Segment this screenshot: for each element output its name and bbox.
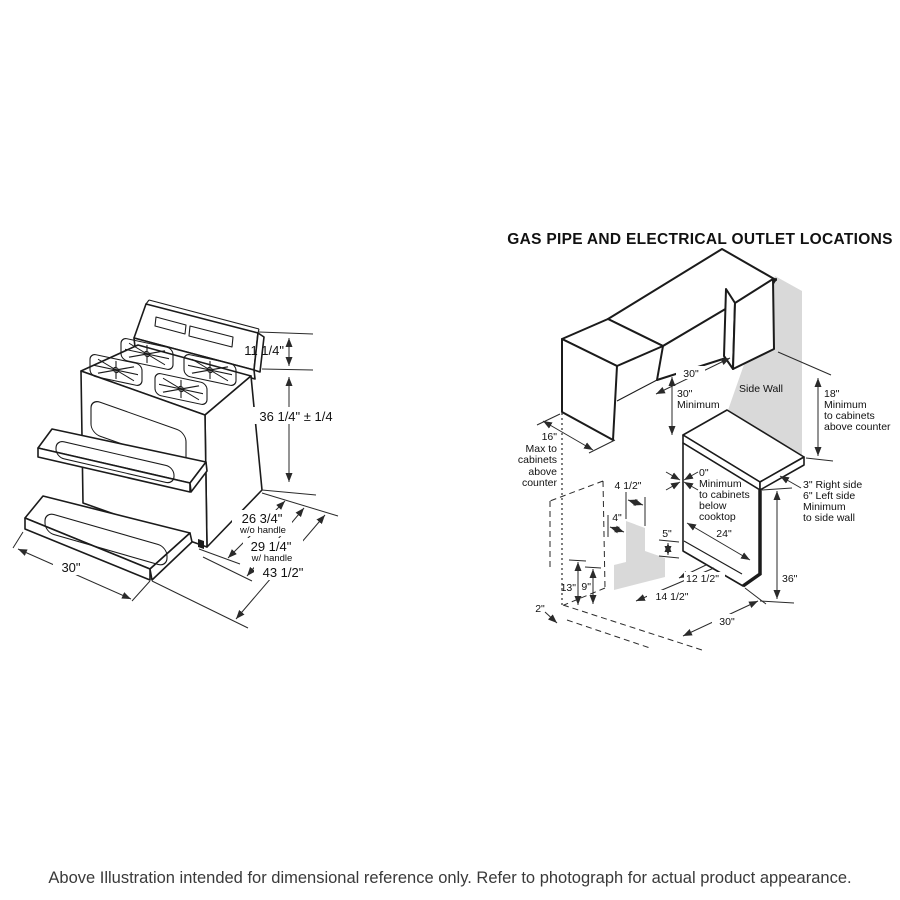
dim-counter-height: 36" <box>782 573 798 585</box>
dim-pipe-zone-height: 13" <box>561 582 577 594</box>
dim-pipe-zone-width: 4 1/2" <box>614 480 641 492</box>
dim-range-width: 30" <box>61 560 80 575</box>
label-masks <box>53 366 742 627</box>
installation-drawing <box>536 248 834 651</box>
dim-counter-depth: 24" <box>716 528 732 540</box>
dim-cabinet-opening: 30" <box>683 368 699 380</box>
dim-min-below-3: below <box>699 500 727 512</box>
dim-min-above-2: to cabinets <box>824 410 875 422</box>
right-upper-cabinet <box>732 278 775 370</box>
burner-grates <box>89 338 237 405</box>
dim-max-above-2: cabinets <box>518 454 557 466</box>
dim-depth-wo-handle: 26 3/4" <box>242 511 283 526</box>
dim-min-below-2: to cabinets <box>699 489 750 501</box>
dim-depth-w-handle: 29 1/4" <box>251 539 292 554</box>
dim-cooktop-height: 36 1/4" ± 1/4 <box>259 409 332 424</box>
dim-pipe-depth-a: 12 1/2" <box>686 573 719 585</box>
dim-max-above-4: counter <box>522 477 558 489</box>
gas-pipe-zone-shading <box>614 521 665 590</box>
dim-depth-door-open: 43 1/2" <box>263 565 304 580</box>
dim-pipe-depth-b: 14 1/2" <box>656 591 689 603</box>
dim-side-clearance-3: to side wall <box>803 512 855 524</box>
dim-max-above-1: Max to <box>525 443 557 455</box>
side-wall-label: Side Wall <box>739 383 783 395</box>
dim-min-above-3: above counter <box>824 421 891 433</box>
dim-min-below-4: cooktop <box>699 511 736 523</box>
dim-range-width-installation: 30" <box>719 616 735 628</box>
dim-wall-gap: 2" <box>535 603 545 615</box>
page-caption: Above Illustration intended for dimensio… <box>48 869 851 887</box>
installation-title: GAS PIPE AND ELECTRICAL OUTLET LOCATIONS <box>507 231 892 248</box>
side-wall-shading <box>727 276 802 458</box>
dim-min-above-1: Minimum <box>824 399 867 411</box>
dim-max-above-0: 16" <box>542 431 558 443</box>
open-oven-door-upper <box>37 428 208 493</box>
dim-backsplash-height: 11 1/4" <box>244 343 284 358</box>
upper-cabinets <box>561 248 777 441</box>
dim-side-clearance-1: 6" Left side <box>803 490 855 502</box>
control-panel-window <box>154 316 187 335</box>
dim-min-below-1: Minimum <box>699 478 742 490</box>
dim-min-opening-value: 30" <box>677 388 693 400</box>
dim-min-below-0: 0" <box>699 467 709 479</box>
dim-side-clearance-0: 3" Right side <box>803 479 862 491</box>
dim-pipe-zone-offset: 4" <box>612 512 622 524</box>
dim-max-above-3: above <box>528 466 557 478</box>
dim-pipe-zone-inner-height: 9" <box>581 581 591 593</box>
dim-min-above-0: 18" <box>824 388 840 400</box>
range-isometric-drawing <box>24 299 265 581</box>
range-foot <box>198 539 204 549</box>
dim-depth-wo-handle-note: w/o handle <box>239 525 286 536</box>
construction-lines <box>549 413 703 651</box>
dim-side-clearance-2: Minimum <box>803 501 846 513</box>
dim-depth-w-handle-note: w/ handle <box>251 553 293 564</box>
dim-min-opening-word: Minimum <box>677 399 720 411</box>
control-panel-window <box>188 325 234 348</box>
dim-pipe-zone-step: 5" <box>662 528 672 540</box>
